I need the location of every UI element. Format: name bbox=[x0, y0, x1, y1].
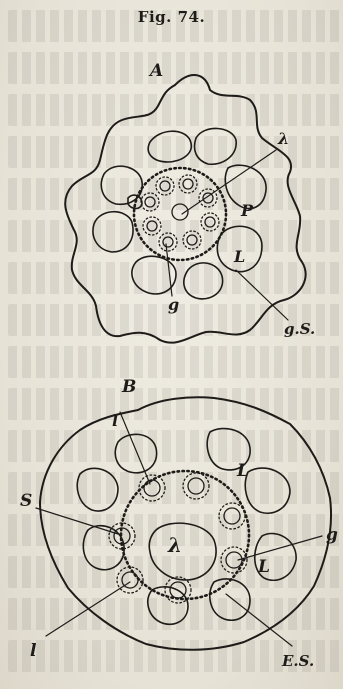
label-lower-L-right: L bbox=[236, 461, 249, 481]
upper-vascular-bundles bbox=[141, 175, 219, 251]
label-upper-A: A bbox=[148, 61, 163, 81]
label-upper-L: L bbox=[233, 247, 245, 266]
label-lower-g: g bbox=[326, 525, 338, 545]
label-upper-lambda: λ bbox=[277, 129, 289, 148]
label-lower-L-center: L bbox=[257, 557, 270, 577]
label-lower-l-bottom: l bbox=[30, 641, 37, 661]
upper-cross-section bbox=[65, 75, 305, 343]
lower-leader-lines bbox=[36, 412, 322, 646]
label-lower-B: B bbox=[121, 377, 136, 397]
label-upper-g: g bbox=[168, 295, 179, 314]
lower-cross-section bbox=[36, 397, 331, 649]
label-upper-gS: g.S. bbox=[284, 320, 315, 338]
label-lower-S: S bbox=[20, 491, 32, 511]
label-lower-ES: E.S. bbox=[281, 652, 314, 670]
label-lower-lambda: λ bbox=[167, 533, 182, 557]
label-lower-l-top: l bbox=[112, 411, 118, 430]
upper-stele-ring bbox=[134, 168, 226, 260]
label-upper-P: P bbox=[240, 201, 254, 220]
